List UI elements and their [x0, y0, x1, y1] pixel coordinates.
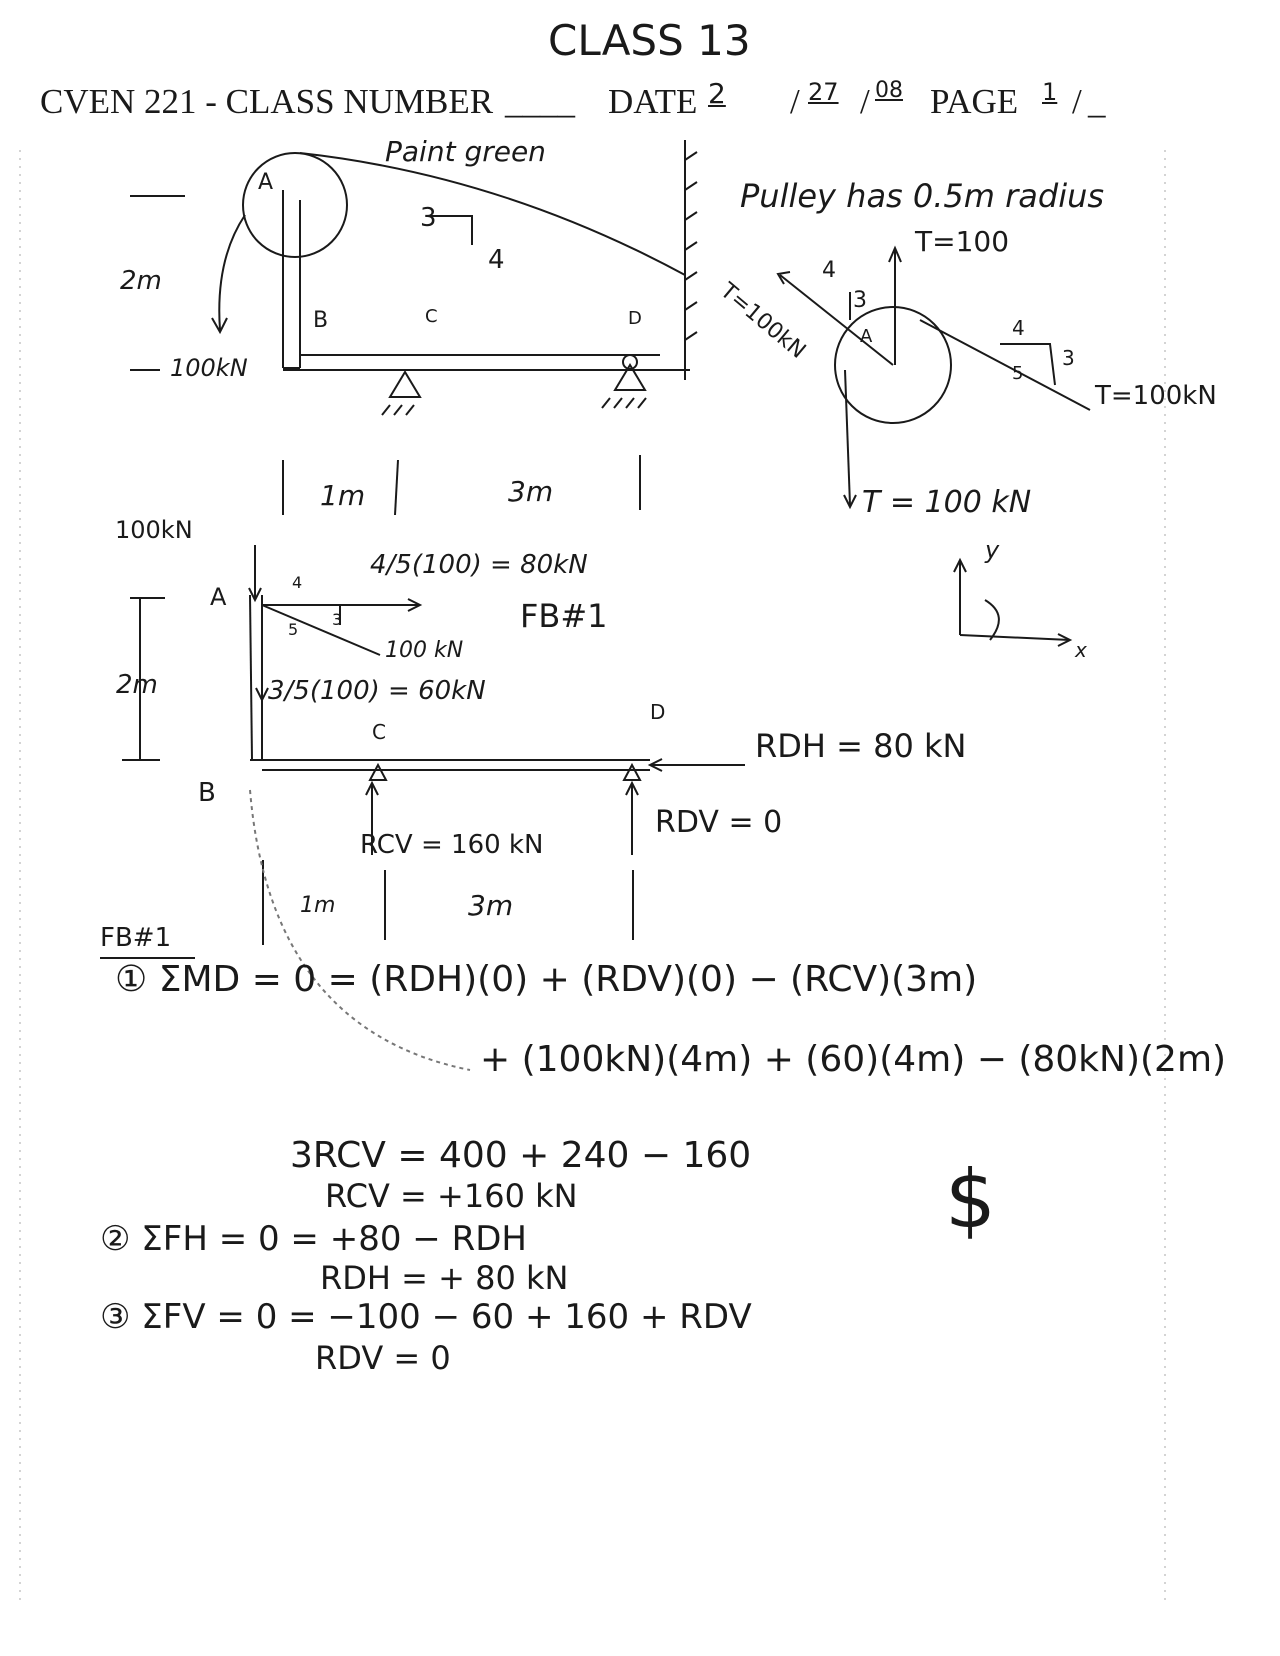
span-right: 3m	[508, 475, 554, 508]
date-month: 2	[708, 77, 726, 110]
fb-span-left: 1m	[300, 893, 336, 918]
tension-down: T = 100 kN	[862, 485, 1032, 520]
equation-vertical: ③ ΣFV = 0 = −100 − 60 + 160 + RDV	[100, 1297, 752, 1337]
fb-joint-c: C	[372, 720, 386, 744]
reaction-dv: RDV = 0	[655, 805, 783, 840]
frame-drawing	[130, 140, 698, 416]
y-axis-label: y	[985, 536, 1000, 564]
load-label: 100kN	[170, 354, 248, 382]
fb-joint-d: D	[650, 700, 666, 724]
equations-label: FB#1	[100, 923, 172, 953]
slope-rise: 3	[420, 203, 437, 233]
equation-horizontal-result: RDH = + 80 kN	[320, 1259, 569, 1297]
pulley-note: Pulley has 0.5m radius	[740, 177, 1105, 215]
paint-note: Paint green	[385, 135, 546, 168]
free-body-drawing	[100, 545, 745, 1071]
fb-horiz-component: 4/5(100) = 80kN	[370, 550, 588, 580]
dollar-sign: $	[945, 1153, 996, 1246]
reaction-cv: RCV = 160 kN	[360, 830, 544, 860]
fb-load: 100kN	[115, 516, 193, 544]
xy-axes	[953, 557, 1073, 647]
equation-vertical-result: RDV = 0	[315, 1339, 451, 1377]
height-label: 2m	[120, 266, 162, 296]
page-total: _	[1088, 82, 1106, 121]
pulley-drawing	[776, 245, 1091, 510]
date-label: DATE	[608, 82, 698, 121]
equation-moment-continued: + (100kN)(4m) + (60)(4m) − (80kN)(2m)	[480, 1039, 1227, 1080]
fb-height: 2m	[116, 670, 158, 700]
slope-run: 4	[488, 245, 505, 275]
fb-tension: 100 kN	[385, 638, 464, 663]
fb-joint-b: B	[198, 778, 216, 808]
fb-run: 4	[292, 573, 303, 592]
equation-moment: ① ΣMD = 0 = (RDH)(0) + (RDV)(0) − (RCV)(…	[115, 959, 978, 1000]
dimension-ticks	[262, 455, 641, 945]
joint-c-label: C	[425, 306, 438, 327]
equation-horizontal: ② ΣFH = 0 = +80 − RDH	[100, 1219, 527, 1259]
fb-vert-component: 3/5(100) = 60kN	[268, 676, 486, 706]
page-label: PAGE	[930, 82, 1019, 121]
left-rise: 3	[853, 288, 867, 313]
fb-label: FB#1	[520, 597, 608, 635]
x-axis-label: x	[1075, 638, 1087, 662]
right-run: 4	[1012, 316, 1025, 340]
joint-a-label: A	[258, 170, 274, 195]
reaction-dh: RDH = 80 kN	[755, 727, 967, 765]
tension-right: T=100kN	[1095, 381, 1217, 411]
fb-hyp: 5	[288, 620, 299, 639]
date-day: 27	[808, 78, 839, 106]
fb-rise: 3	[332, 610, 343, 629]
tension-up: T=100	[915, 225, 1010, 258]
pulley-joint-a: A	[860, 326, 873, 347]
left-run: 4	[822, 258, 836, 283]
class-title: CLASS 13	[548, 16, 751, 65]
class-number-field: ____	[505, 82, 575, 121]
fb-span-right: 3m	[468, 889, 514, 922]
joint-d-label: D	[628, 308, 642, 329]
joint-b-label: B	[313, 308, 329, 333]
date-year: 08	[875, 78, 903, 103]
course-label: CVEN 221 - CLASS NUMBER	[40, 82, 494, 121]
page-number: 1	[1042, 78, 1058, 106]
span-left: 1m	[320, 479, 366, 512]
right-rise: 3	[1062, 346, 1075, 370]
equation-moment-result: RCV = +160 kN	[325, 1177, 578, 1215]
equation-moment-simplified: 3RCV = 400 + 240 − 160	[290, 1135, 752, 1176]
fb-joint-a: A	[210, 583, 227, 611]
right-hyp: 5	[1012, 363, 1024, 384]
